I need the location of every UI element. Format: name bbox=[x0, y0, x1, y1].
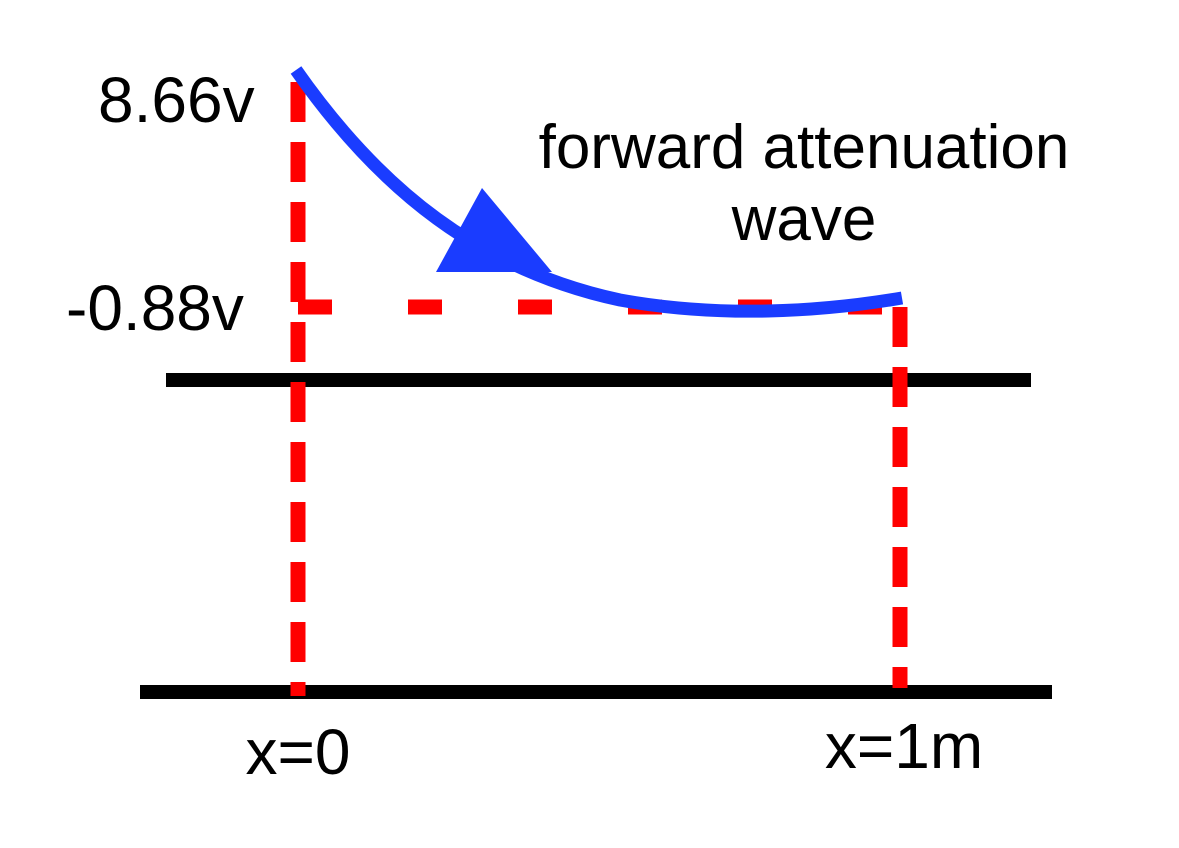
bottom-voltage-label: -0.88v bbox=[66, 272, 244, 344]
x-start-label: x=0 bbox=[246, 716, 351, 788]
wave-label-line1: forward attenuation bbox=[539, 113, 1070, 182]
wave-label-line2: wave bbox=[731, 185, 877, 254]
wave-arrowhead bbox=[436, 188, 552, 272]
top-voltage-label: 8.66v bbox=[98, 64, 255, 136]
x-end-label: x=1m bbox=[825, 710, 983, 782]
forward-attenuation-curve bbox=[290, 66, 904, 318]
